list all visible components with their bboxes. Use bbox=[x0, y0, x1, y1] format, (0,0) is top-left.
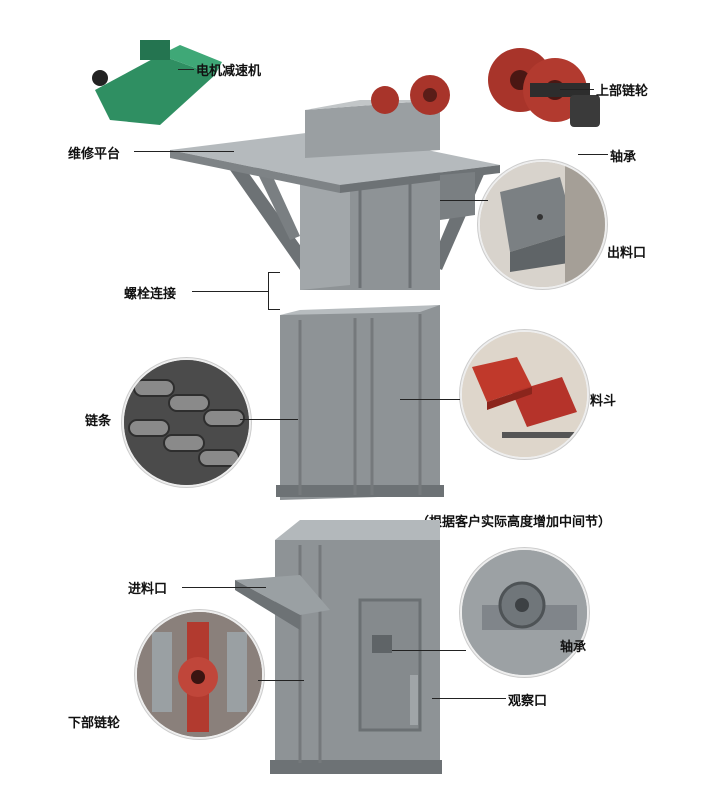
leader-line-upper-sprocket bbox=[560, 89, 594, 90]
label-bearing-top: 轴承 bbox=[610, 150, 637, 165]
leader-line-feed bbox=[182, 587, 266, 588]
label-motor-reducer: 电机减速机 bbox=[196, 64, 262, 79]
boot-section-illustration bbox=[235, 520, 442, 774]
lower-sprocket-closeup bbox=[135, 610, 264, 739]
leader-line-bolt bbox=[192, 291, 268, 292]
bearing-closeup bbox=[460, 548, 589, 677]
label-maintenance-platform: 维修平台 bbox=[68, 147, 121, 162]
leader-line-discharge bbox=[440, 200, 488, 201]
bolt-bracket-top bbox=[268, 272, 280, 273]
leader-line-chain bbox=[240, 419, 298, 420]
label-feed-port: 进料口 bbox=[128, 582, 168, 597]
label-upper-sprocket: 上部链轮 bbox=[596, 84, 649, 99]
label-inspection-port: 观察口 bbox=[508, 694, 548, 709]
leader-line-motor bbox=[178, 69, 194, 70]
label-middle-note: （根据客户实际高度增加中间节） bbox=[416, 515, 612, 530]
chain-closeup bbox=[122, 358, 251, 487]
bolt-bracket-bottom bbox=[268, 309, 280, 310]
upper-sprocket-photo bbox=[488, 48, 600, 127]
discharge-port-closeup bbox=[478, 160, 607, 289]
head-section-illustration bbox=[92, 40, 500, 290]
leader-line-lower-sprocket bbox=[258, 680, 304, 681]
leader-line-bucket bbox=[400, 399, 460, 400]
label-chain: 链条 bbox=[85, 414, 112, 429]
label-bucket: 料斗 bbox=[590, 394, 617, 409]
label-bearing-bottom: 轴承 bbox=[560, 640, 587, 655]
leader-line-bearing-top bbox=[578, 154, 608, 155]
leader-line-bearing-bottom bbox=[392, 650, 466, 651]
label-discharge-port: 出料口 bbox=[607, 246, 647, 261]
bolt-bracket-vertical bbox=[268, 272, 269, 310]
label-lower-sprocket: 下部链轮 bbox=[68, 716, 121, 731]
middle-section-illustration bbox=[276, 305, 444, 500]
bucket-closeup bbox=[460, 330, 589, 459]
leader-line-platform bbox=[134, 151, 234, 152]
label-bolt-connection: 螺栓连接 bbox=[124, 287, 177, 302]
leader-line-inspection bbox=[432, 698, 506, 699]
